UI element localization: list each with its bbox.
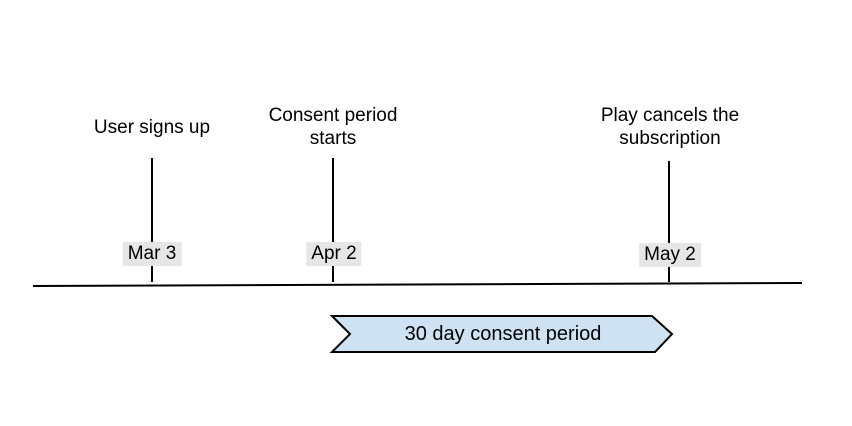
event-tick-line [151,158,153,282]
consent-period-banner-label: 30 day consent period [404,323,602,345]
event-date-badge: Apr 2 [306,242,362,266]
timeline-axis-line [32,282,803,287]
event-tick-line [332,158,334,282]
event-label: Consent period starts [268,105,398,149]
consent-period-arrow [329,315,674,353]
event-date-badge: May 2 [639,243,701,267]
event-label: User signs up [93,117,211,138]
event-tick-line [668,161,670,282]
event-label: Play cancels the subscription [600,105,740,149]
event-date-badge: Mar 3 [122,242,182,266]
